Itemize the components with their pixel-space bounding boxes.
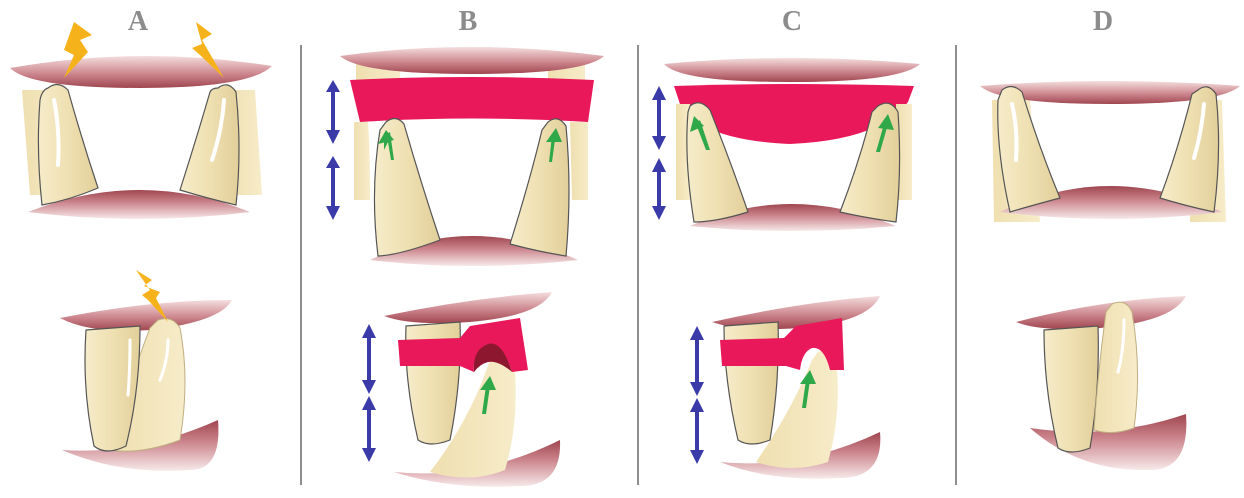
- double-arrow-icon: [362, 324, 376, 462]
- double-arrow-icon: [326, 80, 340, 220]
- panel-d-front-view: [980, 81, 1240, 222]
- panel-a-front-view: [10, 22, 272, 219]
- double-arrow-icon: [690, 326, 704, 464]
- double-arrow-icon: [652, 86, 666, 220]
- panel-c-side-view: [690, 296, 880, 479]
- panel-a-side-view: [60, 270, 232, 471]
- panel-b-front-view: [326, 47, 604, 266]
- panel-c-front-view: [652, 58, 920, 231]
- panel-b-side-view: [362, 292, 560, 487]
- occlusal-splint: [350, 77, 594, 122]
- panel-d-side-view: [1016, 296, 1186, 470]
